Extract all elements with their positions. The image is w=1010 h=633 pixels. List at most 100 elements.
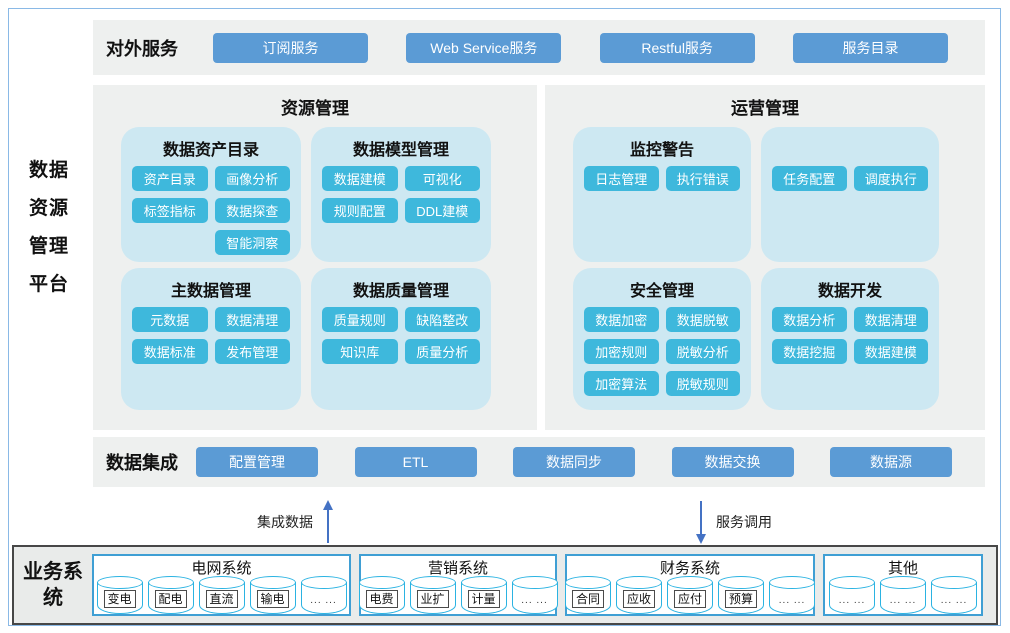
database-cylinder-icon: 变电 bbox=[96, 576, 143, 614]
data-integration-title: 数据集成 bbox=[106, 453, 178, 473]
database-label: ... ... bbox=[310, 595, 337, 606]
database-cylinder-icon: 电费 bbox=[358, 576, 405, 614]
module-button[interactable]: 元数据 bbox=[132, 307, 208, 332]
cylinder-top bbox=[300, 576, 347, 589]
module-button[interactable]: 画像分析 bbox=[214, 166, 290, 191]
cylinder-top bbox=[616, 576, 662, 589]
module-group-buttons: 数据加密数据脱敏加密规则脱敏分析加密算法脱敏规则 bbox=[573, 303, 751, 404]
module-group: 任务配置调度执行 bbox=[761, 127, 939, 262]
system-box-title: 电网系统 bbox=[191, 560, 252, 577]
resource-management-title: 资源管理 bbox=[281, 99, 349, 118]
module-button[interactable]: 标签指标 bbox=[132, 198, 208, 223]
resource-management-groups: 数据资产目录资产目录画像分析标签指标数据探查智能洞察数据模型管理数据建模可视化规… bbox=[93, 127, 537, 410]
module-button[interactable]: 加密规则 bbox=[584, 339, 659, 364]
cylinder-top bbox=[409, 576, 456, 589]
database-label: 业扩 bbox=[416, 590, 449, 608]
service-button[interactable]: Restful服务 bbox=[599, 32, 755, 63]
integration-button[interactable]: 数据源 bbox=[830, 447, 952, 477]
module-button[interactable]: 发布管理 bbox=[214, 339, 290, 364]
module-button[interactable]: 数据建模 bbox=[853, 339, 928, 364]
integration-button[interactable]: ETL bbox=[354, 447, 477, 477]
spacer bbox=[132, 230, 208, 255]
database-label: ... ... bbox=[778, 595, 806, 606]
cylinder-top bbox=[667, 576, 713, 589]
module-button[interactable]: 资产目录 bbox=[132, 166, 208, 191]
module-button[interactable]: 脱敏分析 bbox=[665, 339, 740, 364]
module-group-title: 数据质量管理 bbox=[352, 283, 449, 300]
service-button[interactable]: 服务目录 bbox=[792, 32, 948, 63]
module-group-buttons: 数据分析数据清理数据挖掘数据建模 bbox=[761, 303, 939, 372]
database-cylinder-icon: 输电 bbox=[249, 576, 296, 614]
database-label: 电费 bbox=[365, 590, 398, 608]
database-cylinder-icon: 配电 bbox=[147, 576, 194, 614]
module-button[interactable]: 调度执行 bbox=[853, 166, 928, 191]
module-button[interactable]: 知识库 bbox=[322, 339, 398, 364]
integration-button[interactable]: 数据交换 bbox=[671, 447, 794, 477]
cylinder-top bbox=[96, 576, 143, 589]
database-label: 输电 bbox=[256, 590, 289, 608]
module-button[interactable]: 加密算法 bbox=[584, 371, 659, 396]
service-button[interactable]: 订阅服务 bbox=[213, 32, 368, 63]
database-label: 应收 bbox=[622, 590, 656, 608]
module-button[interactable]: 缺陷整改 bbox=[404, 307, 480, 332]
database-label: 变电 bbox=[103, 590, 136, 608]
cylinder-top bbox=[880, 576, 926, 589]
module-button[interactable]: 执行错误 bbox=[665, 166, 740, 191]
module-button[interactable]: DDL建模 bbox=[404, 198, 480, 223]
service-button[interactable]: Web Service服务 bbox=[406, 32, 562, 63]
module-group: 数据质量管理质量规则缺陷整改知识库质量分析 bbox=[311, 268, 491, 410]
operation-management-panel: 运营管理 监控警告日志管理执行错误任务配置调度执行安全管理数据加密数据脱敏加密规… bbox=[545, 85, 985, 430]
module-button[interactable]: 智能洞察 bbox=[214, 230, 290, 255]
database-cylinder-icon: 应付 bbox=[667, 576, 713, 614]
system-box: 财务系统合同应收应付预算... ... bbox=[565, 554, 815, 616]
database-label: ... ... bbox=[940, 595, 968, 606]
database-row: 变电配电直流输电 ... ... bbox=[94, 576, 349, 614]
module-button[interactable]: 数据加密 bbox=[584, 307, 659, 332]
cylinder-top bbox=[460, 576, 507, 589]
module-button[interactable]: 数据清理 bbox=[853, 307, 928, 332]
module-button[interactable]: 任务配置 bbox=[772, 166, 847, 191]
module-button[interactable]: 质量分析 bbox=[404, 339, 480, 364]
database-label: 合同 bbox=[571, 590, 605, 608]
arrow-up-icon bbox=[323, 500, 333, 543]
module-button[interactable]: 数据清理 bbox=[214, 307, 290, 332]
module-button[interactable]: 可视化 bbox=[404, 166, 480, 191]
system-box: 营销系统电费业扩计量... ... bbox=[358, 554, 558, 616]
cylinder-top bbox=[147, 576, 194, 589]
platform-label: 数据资源管理平台 bbox=[28, 160, 69, 295]
database-cylinder-icon: ... ... bbox=[931, 576, 977, 614]
database-cylinder-icon: 应收 bbox=[616, 576, 662, 614]
cylinder-top bbox=[769, 576, 815, 589]
module-button[interactable]: 数据分析 bbox=[772, 307, 847, 332]
module-group-buttons: 日志管理执行错误 bbox=[573, 162, 751, 199]
service-call-flow: 服务调用 bbox=[695, 499, 772, 545]
module-button[interactable]: 脱敏规则 bbox=[665, 371, 740, 396]
database-cylinder-icon: 预算 bbox=[718, 576, 764, 614]
module-button[interactable]: 日志管理 bbox=[584, 166, 659, 191]
module-button[interactable]: 数据建模 bbox=[322, 166, 398, 191]
module-button[interactable]: 质量规则 bbox=[322, 307, 398, 332]
business-system-boxes: 电网系统变电配电直流输电... ...营销系统电费业扩计量... ...财务系统… bbox=[92, 554, 983, 616]
operation-management-title: 运营管理 bbox=[731, 99, 799, 118]
integration-button[interactable]: 数据同步 bbox=[513, 447, 635, 477]
integration-button[interactable]: 配置管理 bbox=[196, 447, 318, 477]
data-integration-strip: 数据集成 配置管理 ETL 数据同步 数据交换 数据源 bbox=[93, 437, 985, 487]
database-row: ... ... ... ... ... ... bbox=[825, 576, 981, 614]
module-group-title bbox=[761, 127, 939, 162]
database-cylinder-icon: 直流 bbox=[198, 576, 245, 614]
module-button[interactable]: 数据探查 bbox=[214, 198, 290, 223]
data-integration-buttons: 配置管理 ETL 数据同步 数据交换 数据源 bbox=[196, 447, 985, 477]
module-button[interactable]: 数据脱敏 bbox=[665, 307, 740, 332]
module-button[interactable]: 规则配置 bbox=[322, 198, 398, 223]
module-group: 数据开发数据分析数据清理数据挖掘数据建模 bbox=[761, 268, 939, 410]
module-button[interactable]: 数据挖掘 bbox=[772, 339, 847, 364]
cylinder-top bbox=[565, 576, 611, 589]
database-label: ... ... bbox=[838, 595, 866, 606]
integrate-data-flow: 集成数据 bbox=[257, 499, 334, 545]
database-label: ... ... bbox=[521, 595, 548, 606]
database-cylinder-icon: ... ... bbox=[880, 576, 926, 614]
module-button[interactable]: 数据标准 bbox=[132, 339, 208, 364]
